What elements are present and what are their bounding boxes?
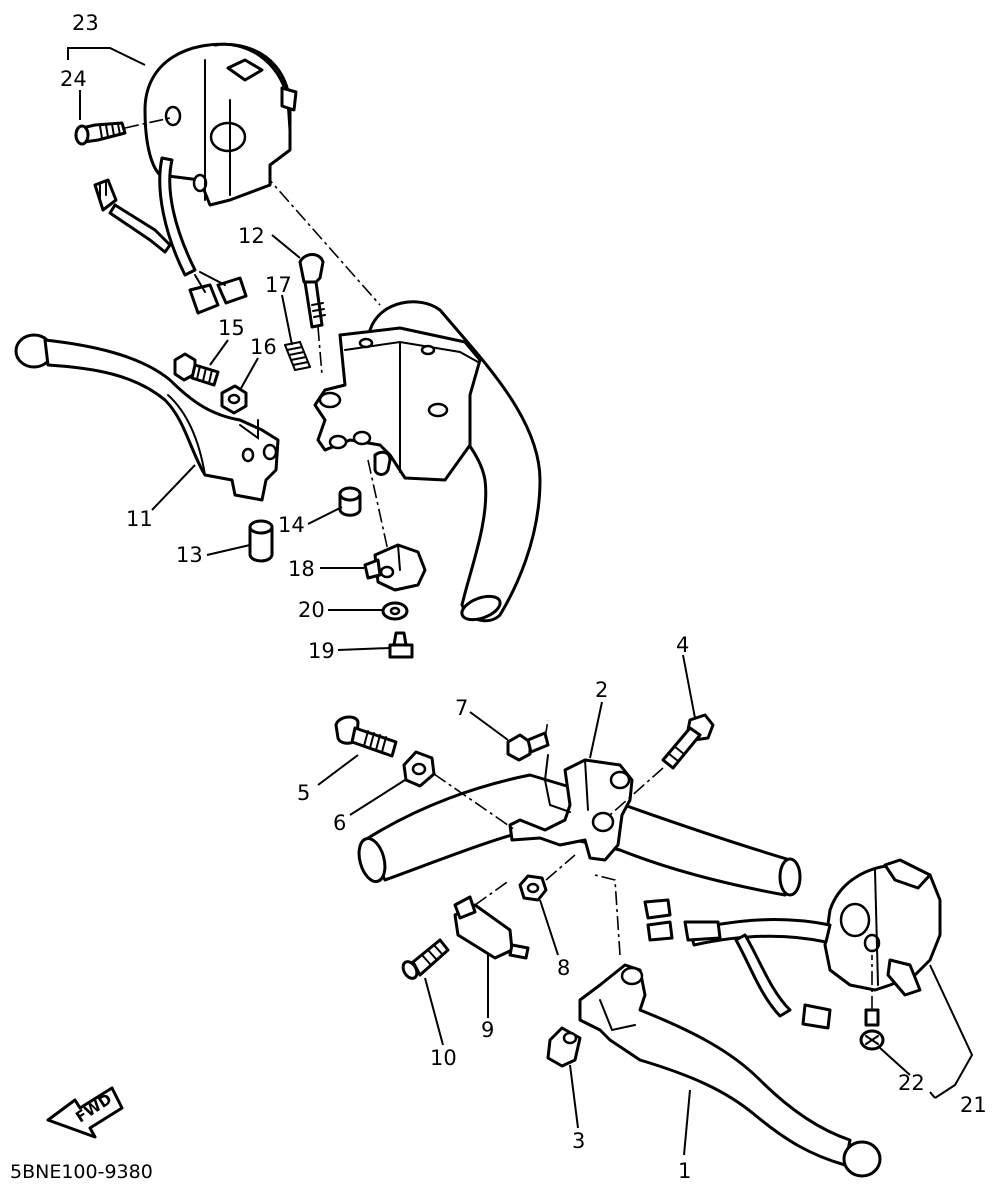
screw-19 — [388, 631, 414, 659]
nut-6 — [402, 750, 516, 831]
callout-14: 14 — [278, 513, 305, 537]
screw-10 — [401, 938, 450, 980]
callout-5: 5 — [297, 781, 310, 805]
brake-lever-11 — [14, 333, 280, 502]
bolt-12 — [298, 253, 326, 376]
callout-6: 6 — [333, 811, 346, 835]
diagram-code: 5BNE100-9380 — [10, 1161, 153, 1183]
handlebar-switch-right — [823, 858, 942, 997]
callout-7: 7 — [455, 696, 468, 720]
callout-22: 22 — [898, 1071, 925, 1095]
bolt-5 — [334, 715, 398, 758]
callout-15: 15 — [218, 316, 245, 340]
clutch-switch-9 — [453, 879, 530, 960]
bushing-14 — [338, 486, 362, 517]
callout-24: 24 — [60, 67, 87, 91]
bolt-4 — [609, 713, 715, 816]
callout-12: 12 — [238, 224, 265, 248]
switch-wiring-left — [93, 156, 248, 315]
handlebar-switch-left — [143, 42, 298, 207]
clutch-lever-1 — [578, 874, 882, 1178]
brake-switch-18 — [363, 543, 427, 592]
callout-17: 17 — [265, 273, 292, 297]
nut-16 — [220, 384, 248, 415]
callout-1: 1 — [678, 1159, 691, 1183]
leader-lines — [67, 47, 974, 1156]
washer-20 — [381, 601, 409, 621]
callout-4: 4 — [676, 633, 689, 657]
screw-22 — [859, 955, 885, 1051]
bolt-15 — [173, 352, 220, 387]
callout-21: 21 — [960, 1093, 987, 1117]
callout-18: 18 — [288, 557, 315, 581]
callout-3: 3 — [572, 1129, 585, 1153]
lever-bracket-2 — [508, 754, 634, 862]
screw-24 — [74, 117, 171, 146]
callout-11: 11 — [126, 507, 153, 531]
collar-3 — [546, 1026, 582, 1068]
callout-8: 8 — [557, 956, 570, 980]
callout-16: 16 — [250, 335, 277, 359]
callout-19: 19 — [308, 639, 335, 663]
collar-13 — [248, 519, 274, 563]
callout-23: 23 — [72, 11, 99, 35]
nut-8 — [518, 854, 576, 902]
callout-13: 13 — [176, 543, 203, 567]
spring-17 — [284, 341, 311, 371]
screw-7 — [506, 719, 550, 762]
callout-2: 2 — [595, 678, 608, 702]
callout-20: 20 — [298, 598, 325, 622]
switch-wiring-right — [643, 898, 832, 1030]
master-cylinder — [313, 326, 482, 561]
callout-9: 9 — [481, 1018, 494, 1042]
callout-labels: 23 24 12 17 15 16 11 13 14 18 20 19 2 4 … — [60, 11, 987, 1183]
fwd-arrow: FWD — [46, 1086, 124, 1139]
callout-10: 10 — [430, 1046, 457, 1070]
